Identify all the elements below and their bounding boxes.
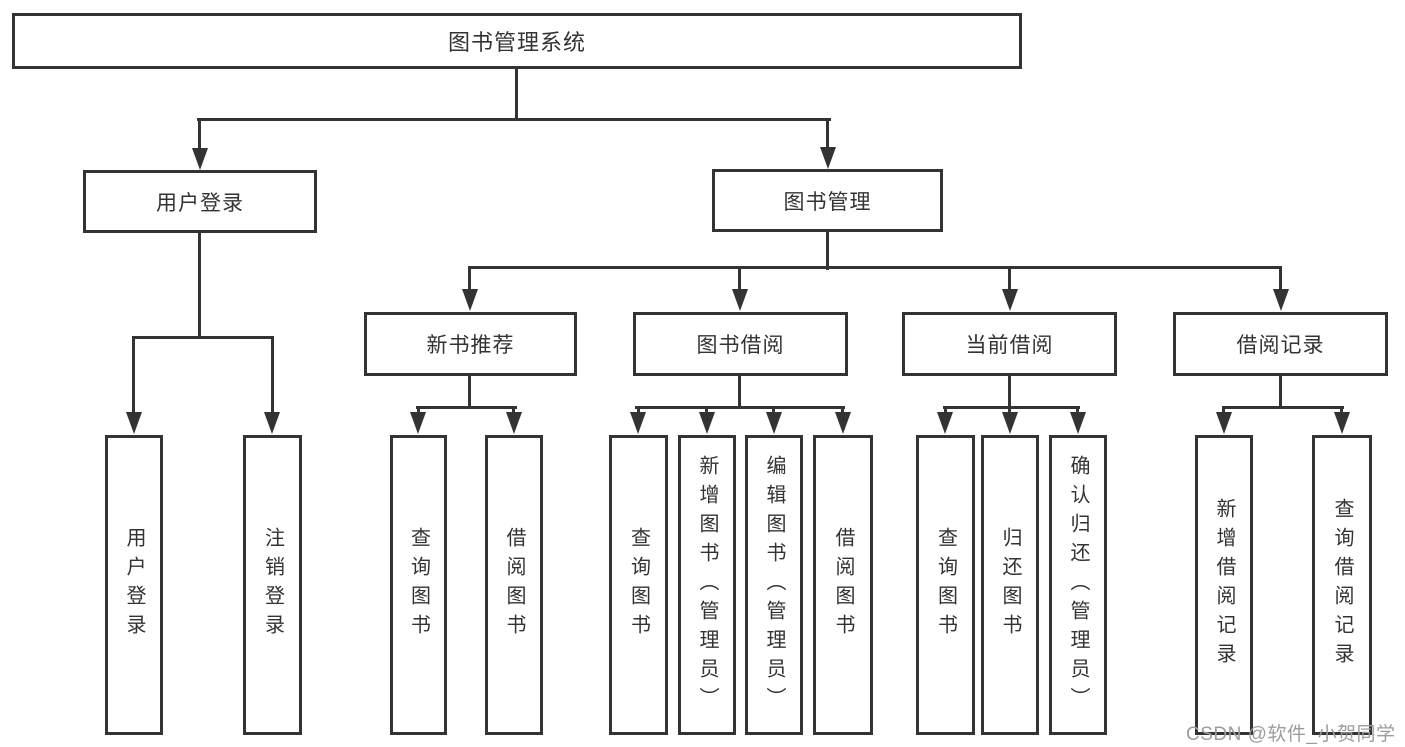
connector-line: [468, 266, 1282, 269]
leaf-query-books-current: 查询图书: [916, 435, 975, 735]
leaf-query-books-recommend: 查询图书: [390, 435, 447, 735]
arrow-down-icon: [264, 412, 280, 434]
arrow-down-icon: [462, 289, 478, 311]
connector-line: [197, 118, 831, 121]
node-borrowing-records: 借阅记录: [1173, 312, 1388, 376]
connector-line: [738, 266, 741, 296]
node-label: 借阅图书: [503, 527, 525, 643]
node-current-borrowing: 当前借阅: [902, 312, 1117, 376]
arrow-down-icon: [699, 412, 715, 434]
leaf-borrow-books: 借阅图书: [813, 435, 873, 735]
arrow-down-icon: [630, 412, 646, 434]
node-library-system: 图书管理系统: [12, 13, 1022, 69]
connector-line: [635, 406, 845, 409]
leaf-add-borrow-record: 新增借阅记录: [1195, 435, 1253, 735]
node-label: 用户登录: [156, 191, 244, 215]
connector-line: [1008, 376, 1011, 408]
leaf-query-borrow-record: 查询借阅记录: [1312, 435, 1372, 735]
arrow-down-icon: [937, 412, 953, 434]
connector-line: [826, 232, 829, 270]
leaf-logout: 注销登录: [243, 435, 302, 735]
arrow-down-icon: [835, 412, 851, 434]
node-label: 查询图书: [627, 527, 650, 643]
node-label: 图书管理: [783, 190, 872, 214]
node-label: 归还图书: [999, 527, 1021, 643]
node-label: 编辑图书（管理员）: [763, 454, 785, 716]
arrow-down-icon: [766, 412, 782, 434]
leaf-user-login: 用户登录: [105, 435, 163, 735]
arrow-down-icon: [1273, 289, 1289, 311]
arrow-down-icon: [1070, 412, 1086, 434]
connector-line: [943, 406, 1080, 409]
node-label: 查询借阅记录: [1331, 498, 1353, 672]
node-label: 查询图书: [407, 527, 430, 643]
arrow-down-icon: [1002, 412, 1018, 434]
connector-line: [198, 118, 201, 154]
node-label: 借阅图书: [832, 527, 854, 643]
node-label: 图书管理系统: [447, 30, 586, 55]
arrow-down-icon: [1334, 412, 1350, 434]
node-new-book-recommend: 新书推荐: [364, 312, 577, 376]
arrow-down-icon: [1002, 289, 1018, 311]
connector-line: [416, 406, 517, 409]
node-label: 当前借阅: [965, 334, 1054, 357]
node-label: 查询图书: [934, 527, 957, 643]
leaf-query-books-borrowing: 查询图书: [609, 435, 668, 735]
connector-line: [468, 376, 471, 408]
leaf-add-book-admin: 新增图书（管理员）: [678, 435, 736, 735]
node-book-borrowing: 图书借阅: [633, 312, 848, 376]
node-label: 新增图书（管理员）: [696, 454, 718, 716]
connector-line: [826, 118, 829, 153]
node-label: 注销登录: [261, 527, 284, 643]
arrow-down-icon: [126, 412, 142, 434]
connector-line: [133, 336, 274, 339]
node-label: 确认归还（管理员）: [1067, 454, 1089, 716]
connector-line: [198, 233, 201, 339]
leaf-confirm-return-admin: 确认归还（管理员）: [1049, 435, 1107, 735]
node-book-management: 图书管理: [712, 169, 943, 232]
node-label: 新增借阅记录: [1213, 498, 1235, 672]
node-label: 图书借阅: [696, 334, 785, 357]
arrow-down-icon: [1216, 412, 1232, 434]
connector-line: [1222, 406, 1344, 409]
arrow-down-icon: [506, 412, 522, 434]
connector-line: [132, 336, 135, 416]
csdn-watermark: CSDN @软件_小贺同学: [1186, 724, 1396, 745]
leaf-edit-book-admin: 编辑图书（管理员）: [745, 435, 803, 735]
node-label: 用户登录: [123, 527, 145, 643]
arrow-down-icon: [820, 147, 836, 169]
connector-line: [1279, 376, 1282, 408]
node-user-login: 用户登录: [83, 170, 317, 233]
arrow-down-icon: [192, 148, 208, 170]
node-label: 借阅记录: [1236, 334, 1325, 357]
leaf-borrow-books-recommend: 借阅图书: [485, 435, 543, 735]
connector-line: [1279, 266, 1282, 296]
connector-line: [468, 266, 471, 296]
connector-line: [1008, 266, 1011, 296]
arrow-down-icon: [732, 289, 748, 311]
node-label: 新书推荐: [426, 334, 515, 357]
connector-line: [738, 376, 741, 408]
connector-line: [271, 336, 274, 416]
arrow-down-icon: [410, 412, 426, 434]
connector-line: [515, 68, 518, 121]
leaf-return-book: 归还图书: [981, 435, 1039, 735]
